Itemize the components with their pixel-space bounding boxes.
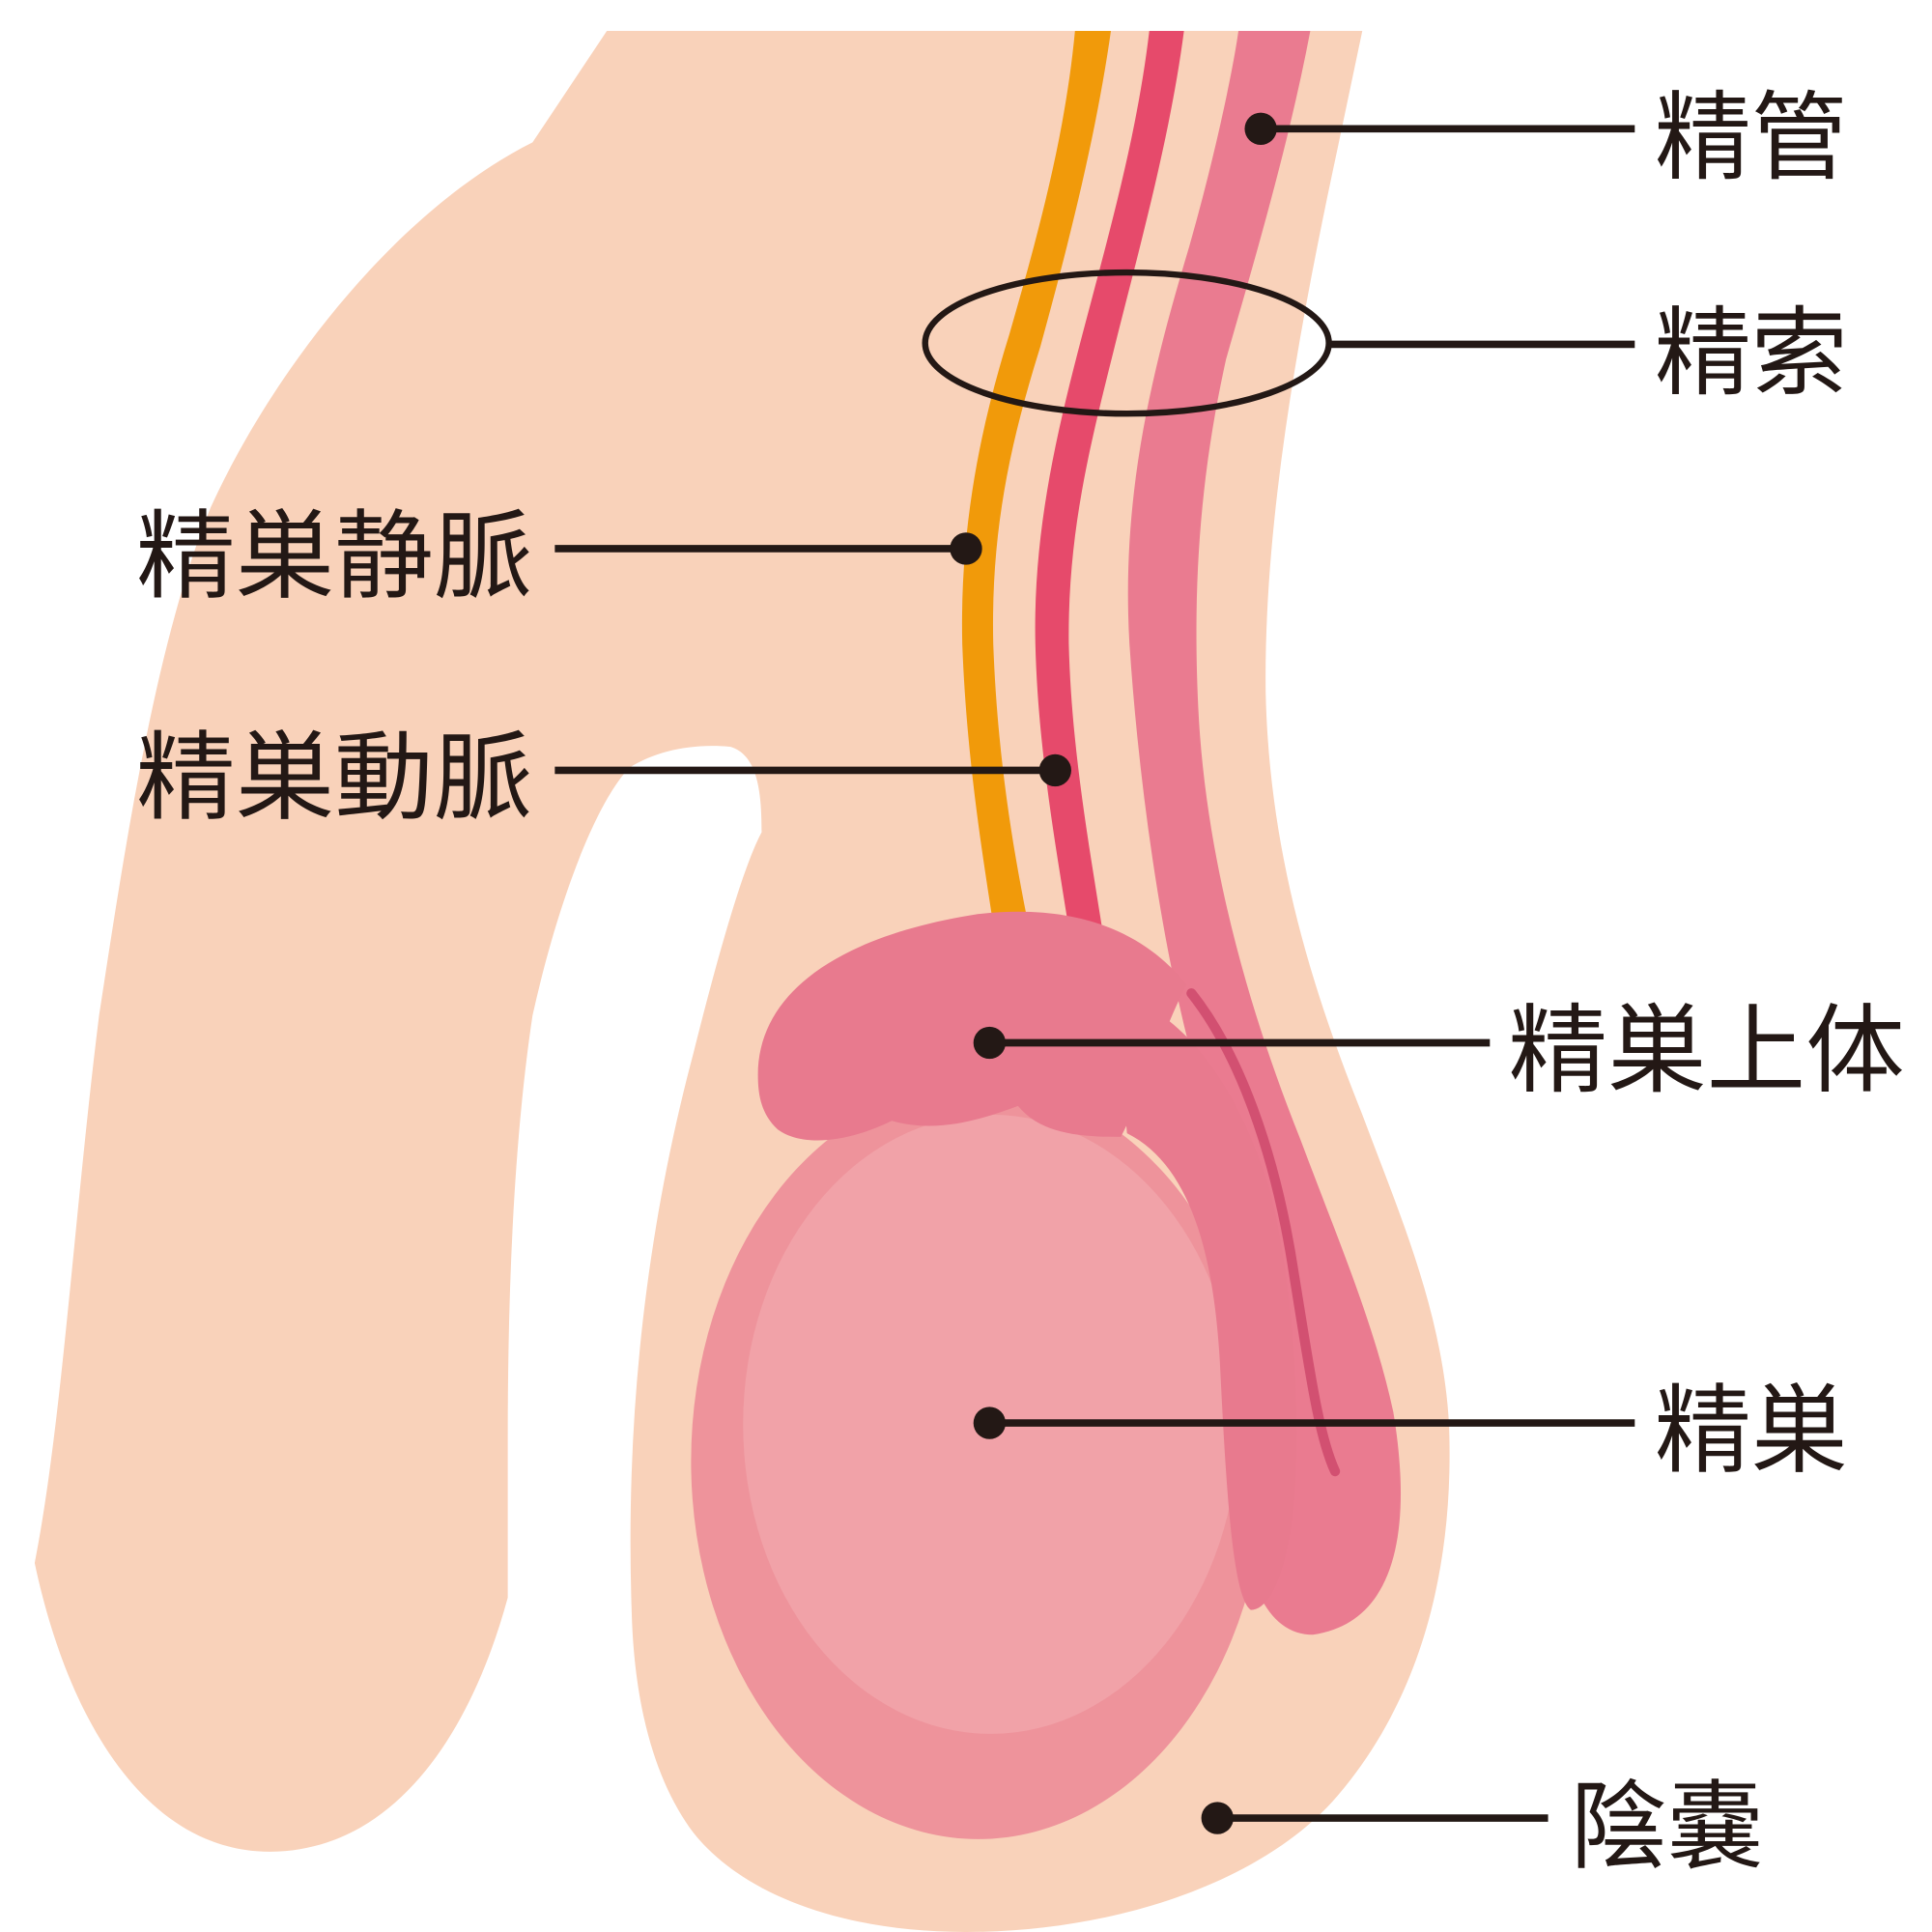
epididymis-tail bbox=[1114, 990, 1297, 1610]
testicular-vein bbox=[961, 31, 1111, 917]
label-spermatic-cord: 精索 bbox=[1655, 297, 1848, 410]
dot-testicular-vein bbox=[950, 532, 982, 565]
vas-deferens-tube bbox=[1127, 31, 1402, 1635]
dot-epididymis bbox=[973, 1026, 1007, 1060]
label-testicular-vein: 精巣静脈 bbox=[136, 499, 532, 612]
label-testis: 精巣 bbox=[1655, 1374, 1848, 1487]
dot-testicular-artery bbox=[1038, 753, 1071, 787]
label-testicular-artery: 精巣動脈 bbox=[136, 722, 532, 835]
dot-vas-deferens bbox=[1244, 112, 1277, 145]
dot-scrotum bbox=[1201, 1802, 1234, 1834]
testicular-artery bbox=[1035, 31, 1184, 929]
label-epididymis: 精巣上体 bbox=[1509, 994, 1905, 1107]
label-vas-deferens: 精管 bbox=[1655, 81, 1848, 194]
label-scrotum: 陰嚢 bbox=[1571, 1771, 1764, 1884]
epididymis-head bbox=[757, 911, 1187, 1141]
dot-testis bbox=[973, 1406, 1007, 1439]
